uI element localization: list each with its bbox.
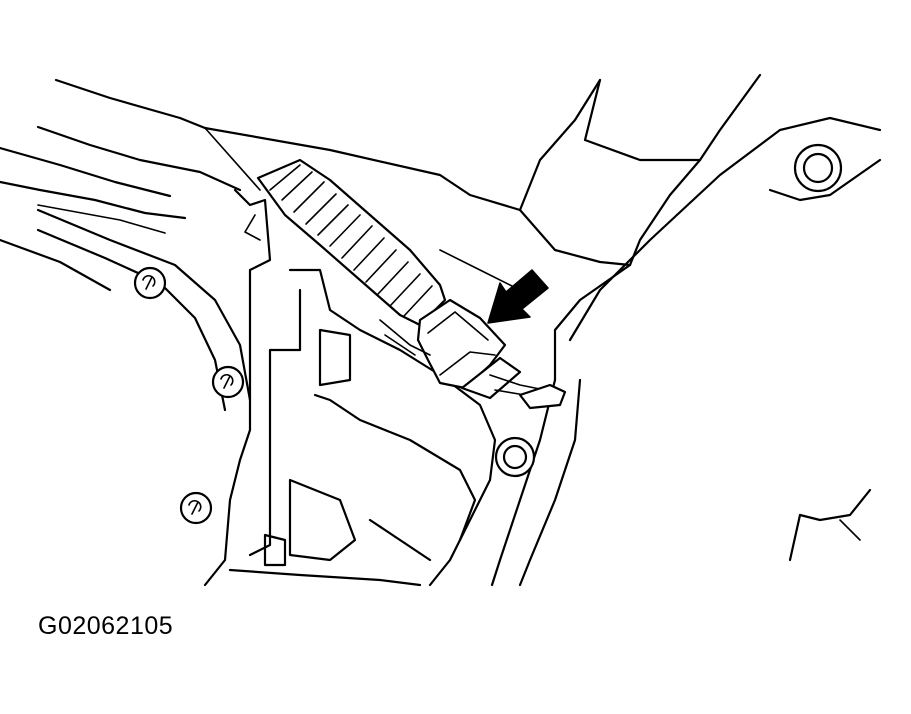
figure-code: G02062105 [38, 612, 174, 640]
bolt-icon [211, 365, 245, 399]
electrical-connector [379, 298, 567, 410]
fender-arc [0, 208, 252, 412]
bolt-icon [133, 266, 167, 300]
bolt-icon [179, 491, 213, 525]
body-panel [0, 78, 522, 234]
arrow-icon [487, 269, 549, 324]
strut-tower [490, 73, 882, 587]
wire-harness [256, 158, 447, 327]
component-housing [203, 188, 521, 587]
